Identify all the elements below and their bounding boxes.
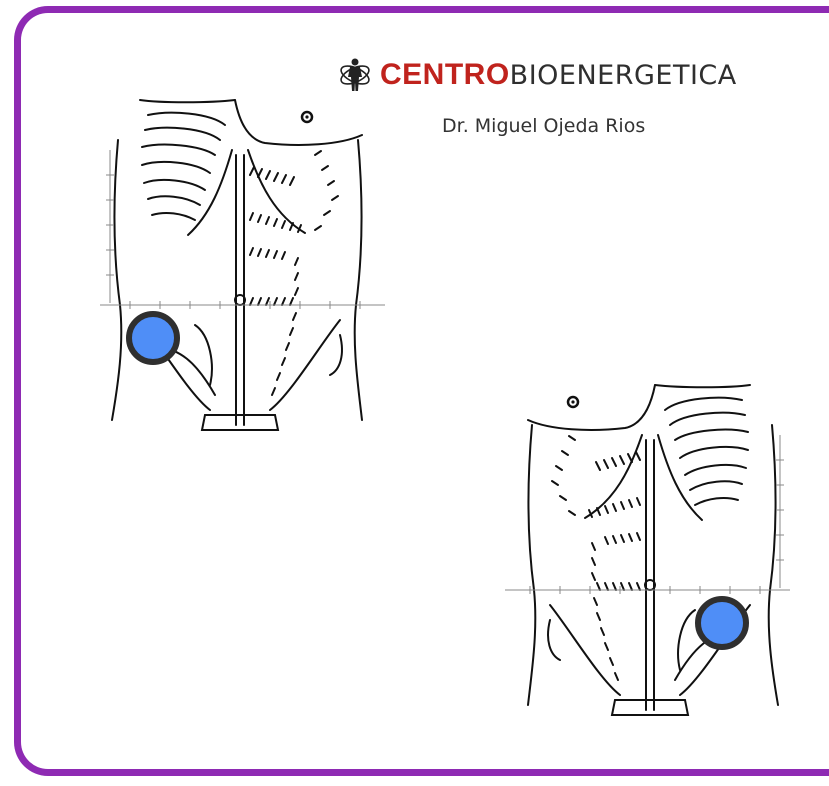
brand-name-bold: CENTRO [380, 58, 510, 92]
doctor-name: Dr. Miguel Ojeda Rios [442, 115, 645, 137]
human-figure-logo-icon [338, 57, 372, 93]
abdomen-mirrored-view-diagram [500, 380, 790, 725]
abdomen-front-view-diagram [100, 95, 390, 440]
brand-name-light: BIOENERGETICA [510, 60, 737, 91]
highlight-marker-right [698, 599, 746, 647]
highlight-marker-left [129, 314, 177, 362]
